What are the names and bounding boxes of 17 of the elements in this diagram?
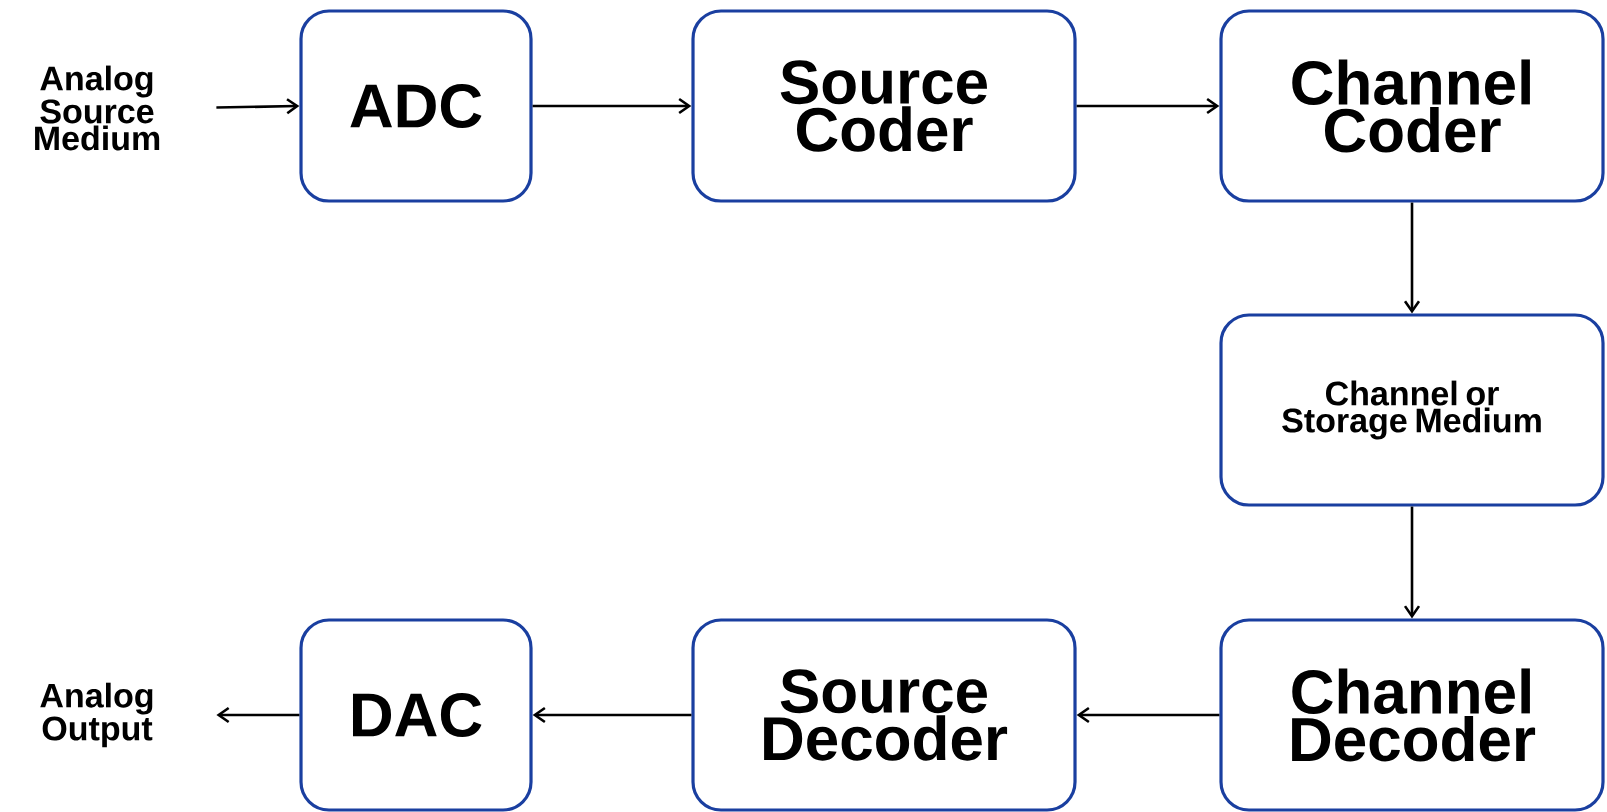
- arrow: [532, 706, 692, 724]
- process-box: Source Coder: [691, 9, 1077, 203]
- arrow: [216, 98, 300, 115]
- text-label: Analog Source Medium: [35, 65, 160, 151]
- arrow: [216, 706, 300, 724]
- arrow: [1403, 506, 1421, 619]
- arrow: [1076, 97, 1220, 115]
- process-box: DAC: [299, 618, 533, 812]
- text-label: Analog Output: [40, 682, 153, 748]
- process-box: Source Decoder: [691, 618, 1077, 812]
- process-box: ADC: [299, 9, 533, 203]
- process-box: Channel Decoder: [1219, 618, 1605, 812]
- arrow: [1076, 706, 1220, 724]
- arrow: [532, 97, 692, 115]
- process-box: Channel Coder: [1219, 9, 1605, 203]
- process-box: Channel or Storage Medium: [1219, 313, 1605, 507]
- arrow: [1403, 202, 1421, 314]
